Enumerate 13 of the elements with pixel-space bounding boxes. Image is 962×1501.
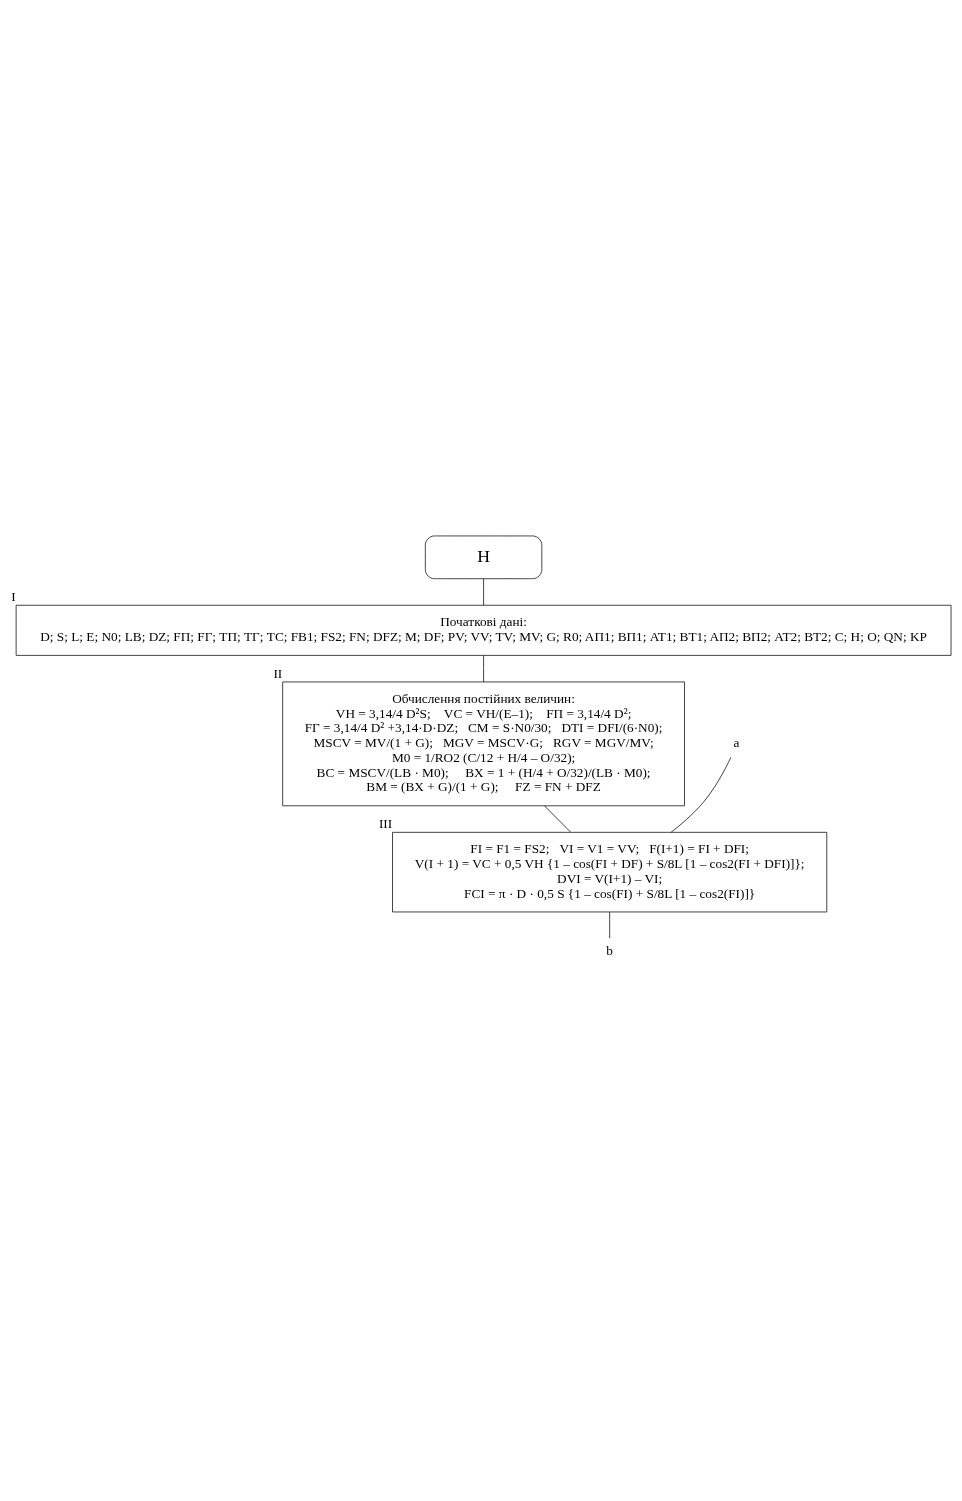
connector xyxy=(483,578,484,606)
node-box: FI = F1 = FS2; VI = V1 = VV; F(I+1) = FI + DFI; V(I + 1) = VC + 0,5 VH {1 – cos(FI + DF) + S/8L [1 – cos2(FI + DFI)]}; DVI = V(I+1) – VI; FCI = π · D · 0,5 S {1 – cos(FI) + S/8L [1 – cos2(FI)]} xyxy=(392,831,828,913)
connector xyxy=(670,756,732,833)
node-box: Початкові дані: D; S; L; E; N0; LB; DZ; FП; FГ; TП; TГ; TC; FB1; FS2; FN; DFZ; M; DF; PV; VV; TV; MV; G; R0; AП1; BП1; AT1; BT1; AП2; BП2; AT2; BT2; C; H; O; QN; KP xyxy=(15,604,952,656)
node-label: III xyxy=(378,816,393,832)
node-label: II xyxy=(273,665,283,681)
node-box: Обчислення постійних величин: VH = 3,14/4 D²S; VC = VH/(E–1); FП = 3,14/4 D²; FГ = 3,14/4 D² +3,14·D·DZ; CM = S·N0/30; DTI = DFI/(6·N0); MSCV = MV/(1 + G); MGV = MSCV·G; RGV = MGV/MV; M0 = 1/RO2 (C/12 + H/4 – O/32); BC = MSCV/(LB · M0); BX = 1 + (H/4 + O/32)/(LB · M0); BM = (BX + G)/(1 + G); FZ = FN + DFZ xyxy=(282,681,685,807)
node-text: b xyxy=(606,943,613,959)
node-text: a xyxy=(733,735,740,751)
node-label: I xyxy=(11,589,16,605)
connector xyxy=(483,655,484,683)
node-box: Н xyxy=(424,535,543,580)
connector xyxy=(609,911,611,939)
